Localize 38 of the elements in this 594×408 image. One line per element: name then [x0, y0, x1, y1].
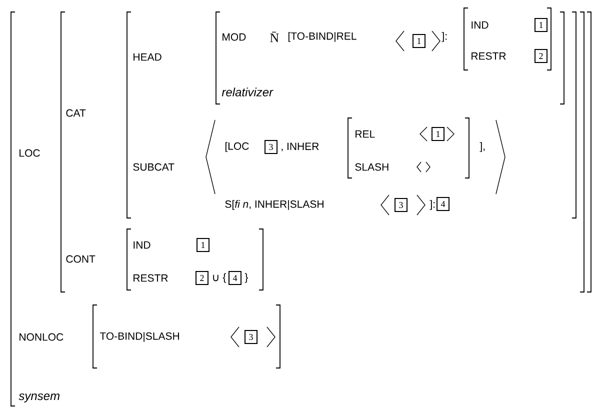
feature-label: [TO-BIND|REL [288, 32, 356, 42]
feature-label: ]: [442, 32, 447, 42]
feature-label: RESTR [134, 274, 168, 282]
tag-box: 1 [432, 127, 444, 141]
feature-label: } [244, 273, 248, 283]
feature-label: ]: [430, 200, 435, 210]
type-label: relativizer [222, 88, 274, 96]
tag-box: 1 [412, 34, 426, 48]
feature-label: RESTR [472, 52, 506, 60]
feature-label: ], [480, 142, 485, 152]
value-text: N̄ [270, 32, 279, 42]
feature-label: SLASH [355, 163, 388, 171]
tag-box: 2 [196, 271, 208, 285]
tag-box: 3 [244, 330, 258, 344]
feature-label: NONLOC [20, 333, 64, 341]
feature-label: { [222, 273, 226, 283]
feature-label: CAT [66, 109, 86, 117]
feature-label: TO-BIND|SLASH [100, 332, 179, 342]
tag-box: 4 [436, 197, 450, 211]
feature-label: IND [134, 241, 150, 249]
feature-label: LOC [20, 149, 40, 157]
tag-box: 2 [534, 49, 548, 63]
feature-label: CONT [66, 255, 96, 263]
tag-box: 1 [196, 238, 210, 252]
tag-box: 4 [228, 271, 242, 285]
tag-box: 3 [394, 198, 408, 212]
feature-label: IND [472, 21, 488, 29]
feature-label: MOD [222, 33, 246, 41]
value-text: S[fi n, INHER|SLASH [225, 200, 324, 210]
feature-label: HEAD [134, 53, 162, 61]
type-label: synsem [18, 394, 60, 402]
feature-label: [LOC [225, 142, 249, 152]
tag-box: 3 [264, 140, 278, 154]
feature-label: SUBCAT [133, 163, 174, 171]
value-text: ∪ [213, 274, 218, 282]
tag-box: 1 [534, 18, 548, 32]
feature-label: REL [356, 130, 375, 138]
feature-label: , INHER [282, 142, 319, 152]
